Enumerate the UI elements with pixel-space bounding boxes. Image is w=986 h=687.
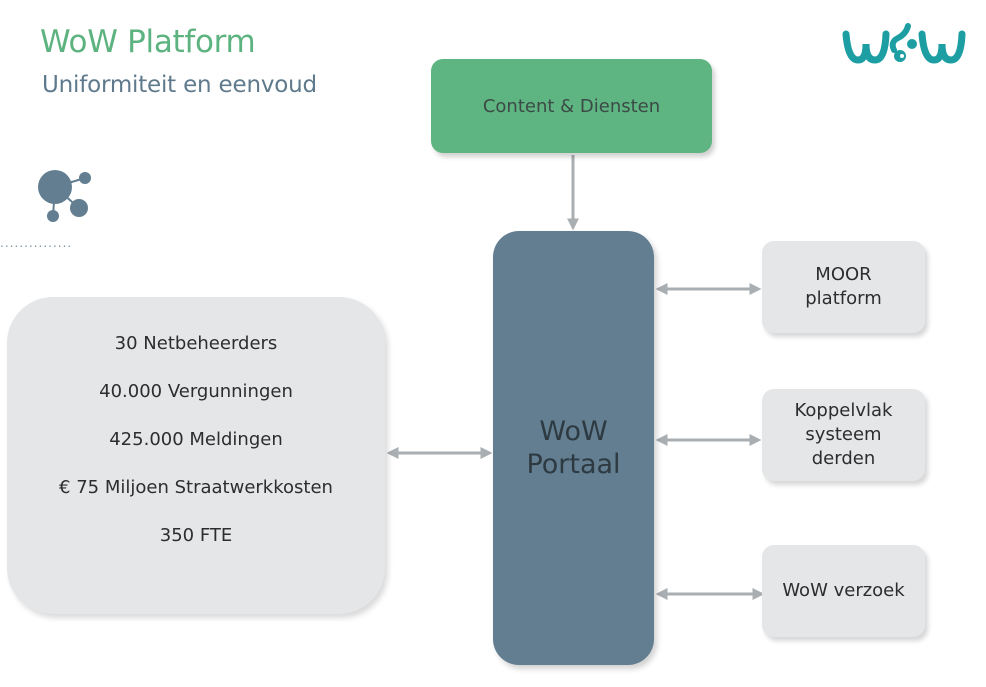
koppelvlak-label: Koppelvlak systeem derden	[794, 400, 893, 469]
stat-vergunningen: 40.000 Vergunningen	[99, 381, 293, 402]
wow-verzoek-label: WoW verzoek	[782, 580, 905, 601]
page-subtitle: Uniformiteit en eenvoud	[42, 72, 317, 98]
wow-verzoek-box: WoW verzoek	[762, 545, 925, 637]
koppelvlak-box: Koppelvlak systeem derden	[762, 389, 925, 481]
content-diensten-box: Content & Diensten	[431, 59, 712, 153]
stat-fte: 350 FTE	[159, 525, 233, 546]
page-title: WoW Platform	[40, 24, 256, 60]
molecule-icon	[38, 170, 91, 222]
wow-logo-icon	[842, 23, 966, 64]
moor-platform-label: MOOR platform	[805, 264, 882, 309]
stat-meldingen: 425.000 Meldingen	[109, 429, 283, 450]
wow-portaal-label: WoW Portaal	[526, 416, 621, 480]
dotted-separator: ...............	[0, 236, 73, 250]
stats-box: 30 Netbeheerders 40.000 Vergunningen 425…	[7, 297, 385, 614]
stat-netbeheerders: 30 Netbeheerders	[114, 333, 278, 354]
wow-portaal-box: WoW Portaal	[493, 231, 654, 665]
stat-straatwerkkosten: € 75 Miljoen Straatwerkkosten	[59, 477, 333, 498]
content-diensten-label: Content & Diensten	[482, 95, 661, 117]
moor-platform-box: MOOR platform	[762, 241, 925, 333]
